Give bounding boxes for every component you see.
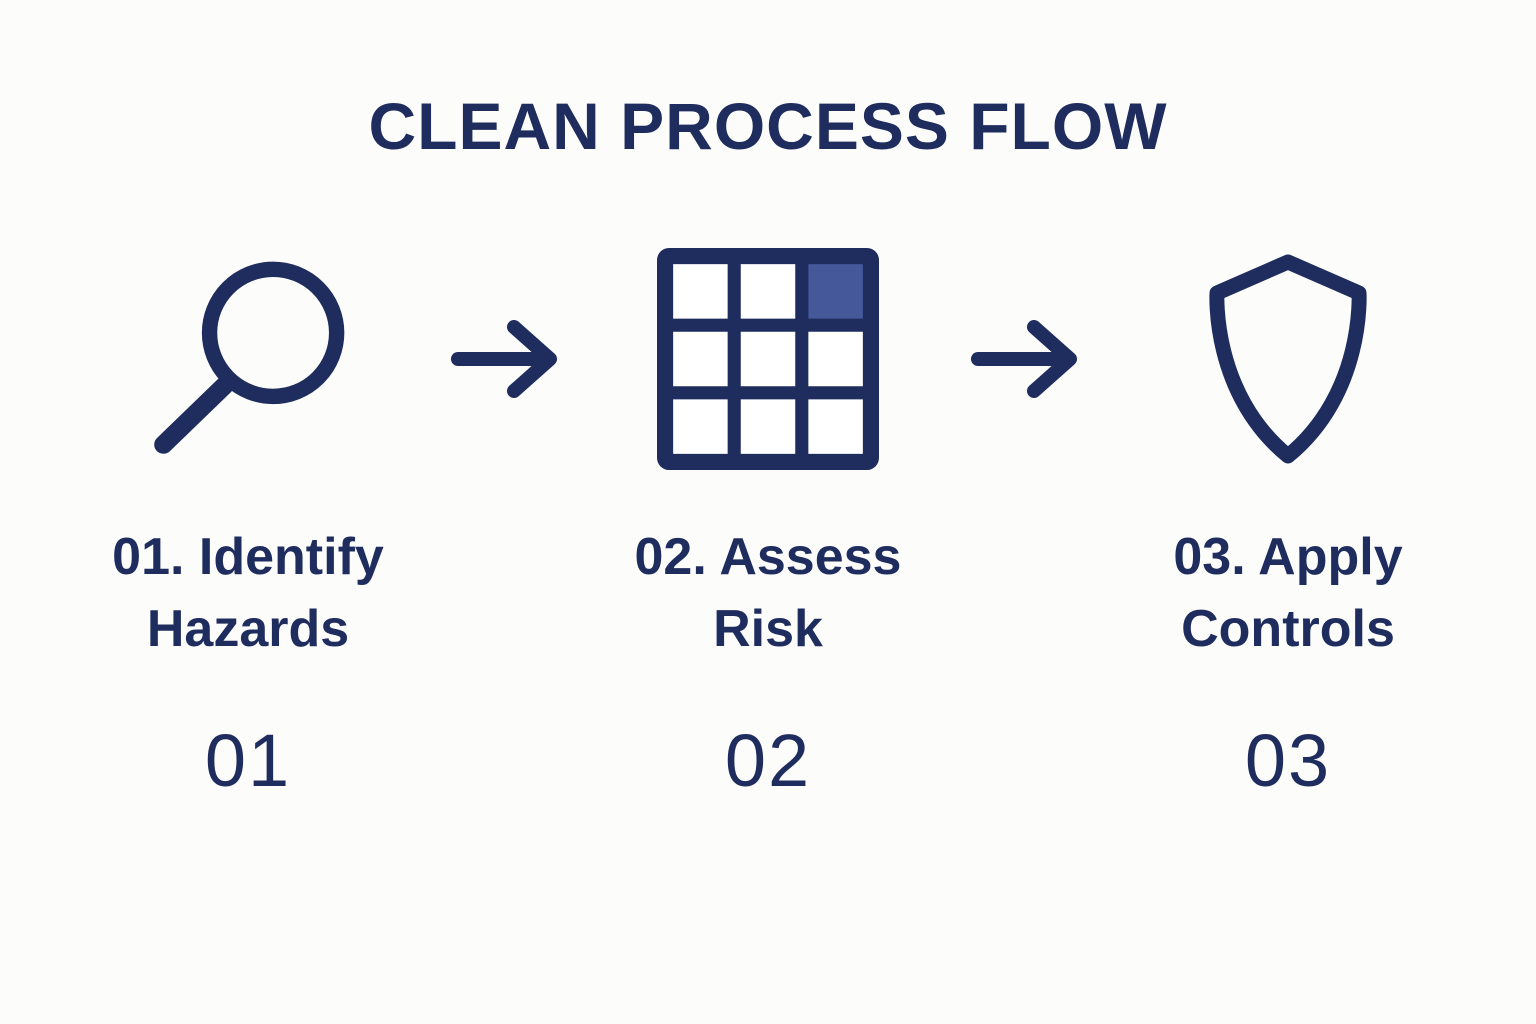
- step-2-label-cell: 02. Assess Risk: [578, 522, 958, 666]
- step-number: 02: [724, 718, 812, 802]
- grid-icon: [657, 248, 879, 470]
- step-2-number-cell: 02: [578, 718, 958, 803]
- step-3-label-cell: 03. Apply Controls: [1098, 522, 1478, 666]
- step-label: 01. Identify Hazards: [112, 528, 384, 658]
- step-2-icon-cell: [578, 234, 958, 484]
- step-number: 03: [1244, 718, 1332, 802]
- arrow-1-cell: [438, 234, 578, 484]
- step-3-number-cell: 03: [1098, 718, 1478, 803]
- step-3-icon-cell: [1098, 234, 1478, 484]
- arrow-2-cell: [958, 234, 1098, 484]
- arrow-right-icon: [968, 313, 1088, 405]
- step-1-number-cell: 01: [58, 718, 438, 803]
- step-number: 01: [204, 718, 292, 802]
- flow-row: 01. Identify Hazards 02. Assess Risk 03.…: [0, 234, 1536, 803]
- step-label: 02. Assess Risk: [634, 528, 902, 658]
- process-flow-diagram: CLEAN PROCESS FLOW: [0, 88, 1536, 1024]
- magnifier-icon: [146, 257, 351, 462]
- arrow-right-icon: [448, 313, 568, 405]
- shield-icon: [1188, 250, 1388, 468]
- page-title: CLEAN PROCESS FLOW: [368, 89, 1168, 163]
- step-1-icon-cell: [58, 234, 438, 484]
- step-label: 03. Apply Controls: [1173, 528, 1403, 658]
- step-1-label-cell: 01. Identify Hazards: [58, 522, 438, 666]
